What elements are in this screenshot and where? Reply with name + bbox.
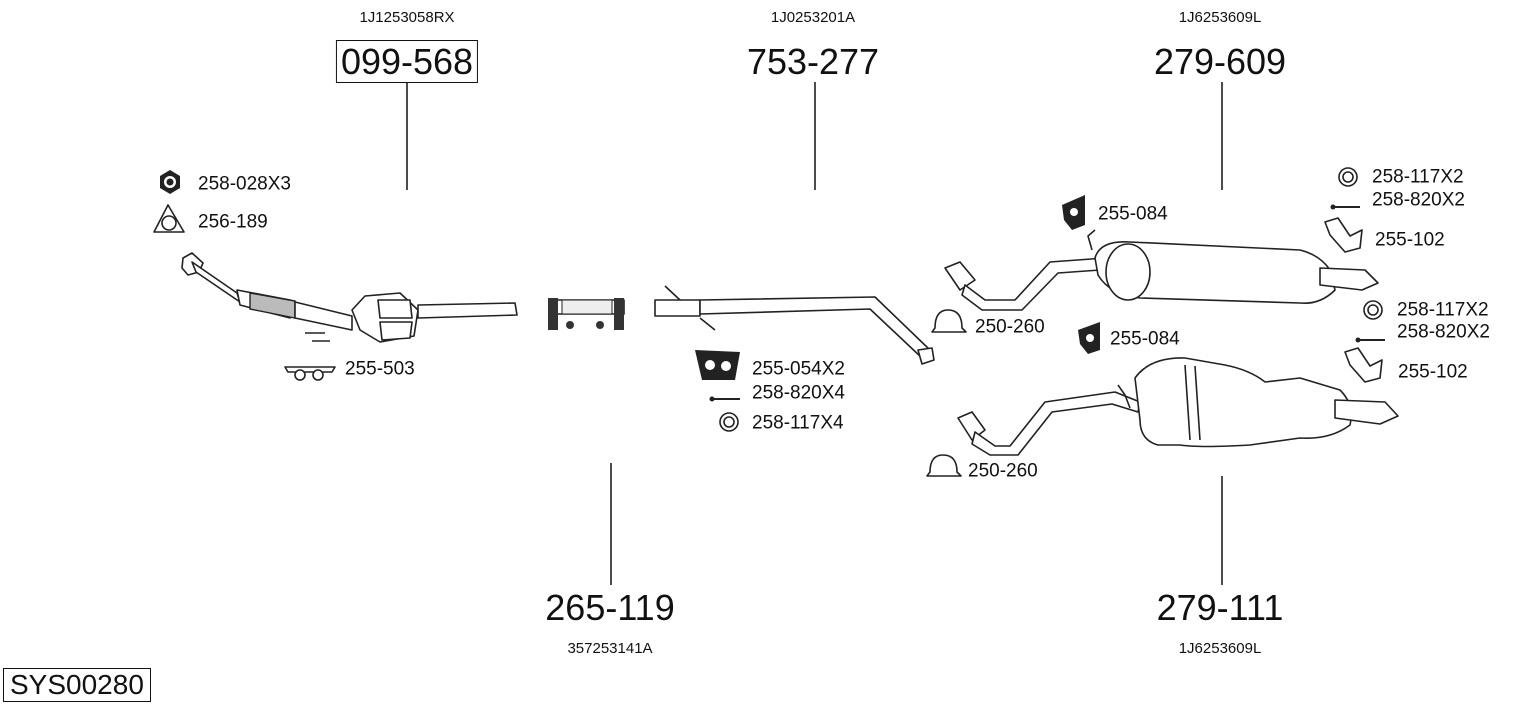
- gasket-icon: [153, 204, 185, 233]
- accessory-label[interactable]: 258-820X2: [1397, 321, 1490, 343]
- nut-icon: [160, 170, 180, 194]
- accessory-label[interactable]: 258-117X2: [1372, 166, 1464, 188]
- oem-number-279-111: 1J6253609L: [1178, 640, 1262, 657]
- system-id: SYS00280: [3, 668, 151, 702]
- oem-number-753-277: 1J0253201A: [770, 9, 856, 26]
- oem-number-279-609: 1J6253609L: [1178, 9, 1262, 26]
- accessory-label[interactable]: 258-028X3: [198, 173, 291, 195]
- accessory-label[interactable]: 255-102: [1375, 229, 1445, 251]
- accessory-label[interactable]: 255-054X2: [752, 358, 845, 380]
- pipe-clamp-drawing: [548, 298, 625, 330]
- clamp-icon: [926, 454, 962, 477]
- oem-number-099-568: 1J1253058RX: [359, 9, 455, 26]
- accessory-label[interactable]: 258-117X2: [1397, 299, 1489, 321]
- part-number-279-111[interactable]: 279-111: [1156, 587, 1284, 628]
- ring-icon: [1338, 167, 1383, 320]
- accessory-label[interactable]: 255-503: [345, 358, 415, 380]
- middle-pipe-drawing: [654, 285, 935, 365]
- accessory-label[interactable]: 250-260: [975, 316, 1045, 338]
- accessory-label[interactable]: 255-102: [1398, 361, 1468, 383]
- accessory-label[interactable]: 258-117X4: [752, 412, 844, 434]
- ring-icon: [719, 412, 739, 432]
- rubber-mount-icon: [1062, 195, 1100, 354]
- catalytic-converter-drawing: [181, 252, 518, 343]
- clamp-icon: [931, 309, 967, 333]
- accessory-label[interactable]: 250-260: [968, 460, 1038, 482]
- accessory-label[interactable]: 256-189: [198, 211, 268, 233]
- oem-number-265-119: 357253141A: [567, 640, 653, 657]
- accessory-label[interactable]: 255-084: [1098, 203, 1168, 225]
- bolt-icon: [709, 396, 740, 402]
- rear-muffler-lower-drawing: [957, 357, 1399, 456]
- bolt-icon: [1330, 204, 1385, 343]
- part-number-265-119[interactable]: 265-119: [545, 587, 675, 628]
- rubber-hanger-icon: [695, 350, 740, 380]
- hanger-icon: [284, 366, 336, 381]
- bracket-icon: [1324, 217, 1383, 383]
- leader-lines: [406, 82, 1223, 585]
- accessory-label[interactable]: 258-820X2: [1372, 189, 1465, 211]
- rear-muffler-upper-drawing: [944, 229, 1379, 311]
- part-number-099-568[interactable]: 099-568: [335, 40, 479, 83]
- part-number-753-277[interactable]: 753-277: [746, 41, 880, 82]
- accessory-label[interactable]: 258-820X4: [752, 382, 845, 404]
- accessory-label[interactable]: 255-084: [1110, 328, 1180, 350]
- part-number-279-609[interactable]: 279-609: [1153, 41, 1287, 82]
